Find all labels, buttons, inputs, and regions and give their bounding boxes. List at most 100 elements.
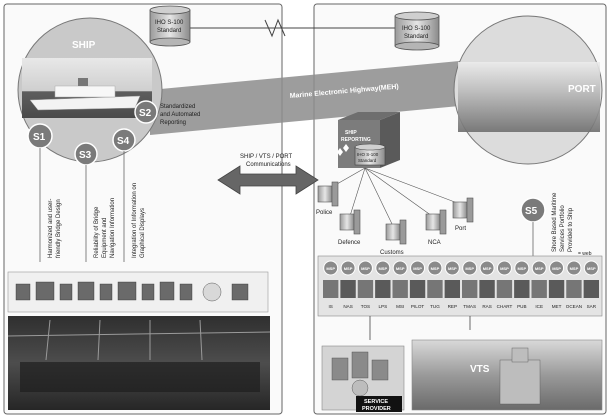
msp-badge (531, 260, 547, 276)
vts-building (499, 347, 541, 405)
s2-text-1: Standardized (160, 104, 195, 110)
svg-text:S5: S5 (525, 206, 538, 217)
msp-badge-label: MSP (448, 266, 457, 271)
port-label: PORT (568, 84, 596, 95)
svg-text:S3: S3 (79, 150, 92, 161)
service-icon (444, 280, 460, 298)
s3-vertical-text: Reliability of Bridge Equipment and Navi… (94, 198, 116, 258)
service-label-ocean: OCEAN (566, 304, 582, 309)
msp-badge-label: MSP (344, 266, 353, 271)
svg-text:Police: Police (316, 210, 333, 216)
service-icon (340, 280, 356, 298)
msp-badge (549, 260, 565, 276)
communications-arrow (217, 165, 319, 195)
service-provider-line1: SERVICE (364, 399, 388, 405)
msp-badge (392, 260, 408, 276)
service-provider-badge (356, 396, 402, 412)
service-label-nas: NAS (343, 304, 352, 309)
svg-text:IHO S-100: IHO S-100 (357, 152, 379, 157)
service-icon (479, 280, 495, 298)
svg-text:REPORTING: REPORTING (341, 137, 371, 143)
service-icon (514, 280, 530, 298)
service-label-pilot: PILOT (411, 304, 424, 309)
communications-line2: Communications (246, 162, 291, 168)
service-icon (531, 280, 547, 298)
s1-badge: S1 (27, 123, 53, 149)
svg-text:S2: S2 (139, 108, 152, 119)
svg-text:Graphical Displays: Graphical Displays (140, 208, 146, 258)
s5-badge: S5 (520, 197, 546, 223)
port-photo (458, 62, 600, 132)
bridge-window-frames (7, 319, 271, 361)
msp-badge (583, 260, 599, 276)
msp-badge-label: MSP (396, 266, 405, 271)
service-label-pub: PUB (517, 304, 526, 309)
authority-police: Police (316, 181, 339, 216)
service-icon (583, 280, 599, 298)
service-icon (357, 280, 374, 298)
server-icons (331, 351, 389, 397)
ship-label: SHIP (72, 40, 96, 51)
service-icon (392, 280, 408, 298)
msp-badge-label: MSP (517, 266, 526, 271)
ship-standard-line2: Standard (157, 28, 181, 34)
ship-standard-cylinder: IHO S-100 Standard (149, 5, 191, 47)
msp-badge-label: MSP (361, 266, 370, 271)
s4-vertical-text: Integration of Information on Graphical … (132, 183, 146, 258)
svg-text:Provided to Ship: Provided to Ship (568, 207, 574, 252)
msp-badge (496, 260, 512, 276)
msp-badge (410, 260, 426, 276)
authority-connectors (329, 167, 461, 227)
msp-badge-label: MSP (570, 266, 579, 271)
marine-highway-band (150, 60, 470, 135)
communications-line1: SHIP / VTS / PORT (240, 154, 292, 160)
svg-text:Navigation Information: Navigation Information (110, 198, 116, 258)
svg-text:NCA: NCA (428, 240, 441, 246)
service-label-tug: TUG (430, 304, 440, 309)
service-label-chart: CHART (497, 304, 513, 309)
s1-vertical-text: Harmonized and user- friendly Bridge Des… (48, 199, 62, 258)
msp-badge-label: MSP (378, 266, 387, 271)
svg-text:friendly Bridge Design: friendly Bridge Design (56, 199, 62, 258)
service-icon (496, 280, 513, 298)
svg-text:Equipment and: Equipment and (102, 218, 108, 258)
service-label-tos: TOS (361, 304, 370, 309)
bridge-equipment-icons (15, 281, 249, 302)
service-icon (323, 280, 339, 298)
msp-badge (566, 260, 582, 276)
msp-badge (427, 260, 443, 276)
authority-port: Port (452, 197, 474, 232)
s5-vertical-text: Shore Based Maritime Services Portfolio … (552, 192, 574, 252)
service-icon (566, 280, 582, 298)
service-label-ice: ICE (535, 304, 543, 309)
service-label-met: MET (552, 304, 562, 309)
msp-badge-label: MSP (535, 266, 544, 271)
msp-badge-label: MSP (431, 266, 440, 271)
s2-text-2: and Automated (160, 112, 200, 118)
port-standard-cylinder: IHO S-100 Standard (394, 11, 440, 51)
msp-badge (479, 260, 495, 276)
authority-defence: Defence (338, 209, 361, 246)
service-icon (548, 280, 565, 298)
svg-text:Shore Based Maritime: Shore Based Maritime (552, 192, 558, 252)
service-icon (375, 280, 391, 298)
svg-text:Customs: Customs (380, 250, 404, 256)
service-label-is: IS (329, 304, 333, 309)
service-label-tmas: TMAS (463, 304, 476, 309)
s2-text-3: Reporting (160, 120, 186, 126)
service-icon (409, 280, 426, 298)
msp-badge-label: MSP (465, 266, 474, 271)
svg-text:Reliability of Bridge: Reliability of Bridge (94, 206, 100, 258)
service-label-rep: REP (448, 304, 457, 309)
msp-badge (375, 260, 391, 276)
msp-badge-label: MSP (552, 266, 561, 271)
s2-badge: S2 (134, 100, 158, 124)
svg-text:Harmonized and user-: Harmonized and user- (48, 199, 54, 258)
svg-text:SHIP: SHIP (345, 130, 357, 136)
link-break-icon (264, 18, 286, 38)
svg-text:Integration of Information on: Integration of Information on (132, 183, 138, 258)
